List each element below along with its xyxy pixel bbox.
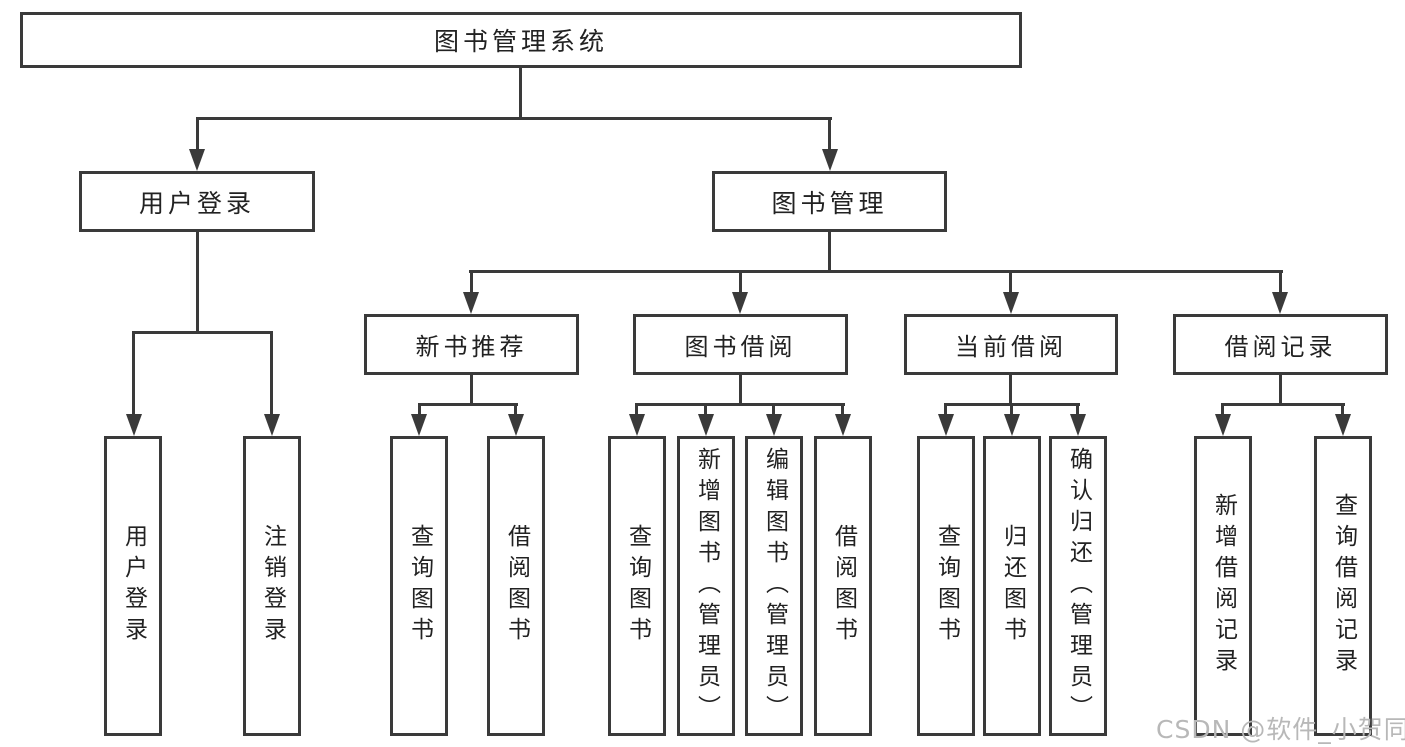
arrowhead-icon [126,414,142,436]
section-node-current-borrowing: 当前借阅 [904,314,1118,375]
connector-line [772,403,775,415]
connector-line [132,331,135,415]
leaf-node-label: 确认归还（管理员） [1065,446,1092,726]
connector-line [514,403,517,415]
arrowhead-icon [1215,414,1231,436]
arrowhead-icon [264,414,280,436]
leaf-node-label: 归还图书 [999,524,1026,648]
leaf-node-label: 新增借阅记录 [1210,493,1237,679]
leaf-node-label: 新增图书（管理员） [693,446,720,726]
arrowhead-icon [1004,414,1020,436]
branch-node-book-management: 图书管理 [712,171,947,232]
root-node-library-system: 图书管理系统 [20,12,1022,68]
branch-node-user-login: 用户登录 [79,171,315,232]
leaf-node-logout: 注销登录 [243,436,301,736]
connector-line [1341,403,1344,415]
leaf-node-label: 查询图书 [406,524,433,648]
leaf-node-current-confirm-return-admin: 确认归还（管理员） [1049,436,1107,736]
connector-line [1279,270,1282,293]
leaf-node-label: 编辑图书（管理员） [761,446,788,726]
section-node-label: 当前借阅 [955,333,1067,361]
connector-line [470,373,473,405]
connector-line [944,403,947,415]
connector-line [1221,403,1345,406]
connector-line [1009,270,1012,293]
connector-line [418,403,518,406]
connector-line [739,270,742,293]
arrowhead-icon [1272,292,1288,314]
connector-line [704,403,707,415]
arrowhead-icon [732,292,748,314]
arrowhead-icon [629,414,645,436]
leaf-node-label: 借阅图书 [503,524,530,648]
arrowhead-icon [1335,414,1351,436]
connector-line [828,230,831,272]
arrowhead-icon [822,149,838,171]
connector-line [469,270,1283,273]
leaf-node-current-return-books: 归还图书 [983,436,1041,736]
section-node-borrowing-records: 借阅记录 [1173,314,1388,375]
connector-line [196,117,832,120]
arrowhead-icon [463,292,479,314]
leaf-node-borrowing-edit-books-admin: 编辑图书（管理员） [745,436,803,736]
branch-node-label: 用户登录 [138,188,255,218]
arrowhead-icon [938,414,954,436]
leaf-node-newbook-borrow-books: 借阅图书 [487,436,545,736]
leaf-node-label: 用户登录 [120,524,147,648]
leaf-node-label: 查询图书 [624,524,651,648]
leaf-node-label: 查询图书 [933,524,960,648]
arrowhead-icon [698,414,714,436]
leaf-node-current-query-books: 查询图书 [917,436,975,736]
connector-line [1279,373,1282,405]
connector-line [1009,373,1012,405]
arrowhead-icon [1070,414,1086,436]
arrowhead-icon [1003,292,1019,314]
leaf-node-newbook-query-books: 查询图书 [390,436,448,736]
connector-line [635,403,638,415]
arrowhead-icon [189,149,205,171]
csdn-watermark: CSDN @软件_小贺同学 [1156,715,1405,744]
section-node-book-borrowing: 图书借阅 [633,314,848,375]
leaf-node-borrowing-add-books-admin: 新增图书（管理员） [677,436,735,736]
connector-line [196,230,199,333]
section-node-label: 借阅记录 [1224,333,1337,361]
leaf-node-records-add-record: 新增借阅记录 [1194,436,1252,736]
connector-line [418,403,421,415]
connector-line [519,66,522,119]
connector-line [1076,403,1079,415]
leaf-node-label: 注销登录 [259,524,286,648]
connector-line [132,331,273,334]
leaf-node-records-query-record: 查询借阅记录 [1314,436,1372,736]
section-node-label: 新书推荐 [415,333,528,361]
arrowhead-icon [508,414,524,436]
section-node-new-book-recommend: 新书推荐 [364,314,579,375]
connector-line [739,373,742,405]
connector-line [470,270,473,293]
leaf-node-label: 借阅图书 [830,524,857,648]
leaf-node-label: 查询借阅记录 [1330,493,1357,679]
leaf-node-user-login: 用户登录 [104,436,162,736]
connector-line [841,403,844,415]
connector-line [1221,403,1224,415]
connector-line [196,117,199,150]
root-node-label: 图书管理系统 [433,27,608,56]
arrowhead-icon [766,414,782,436]
section-node-label: 图书借阅 [684,333,797,361]
arrowhead-icon [411,414,427,436]
connector-line [1010,403,1013,415]
connector-line [635,403,845,406]
leaf-node-borrowing-borrow-books: 借阅图书 [814,436,872,736]
connector-line [828,117,831,150]
connector-line [270,331,273,415]
arrowhead-icon [835,414,851,436]
branch-node-label: 图书管理 [771,188,888,218]
leaf-node-borrowing-query-books: 查询图书 [608,436,666,736]
